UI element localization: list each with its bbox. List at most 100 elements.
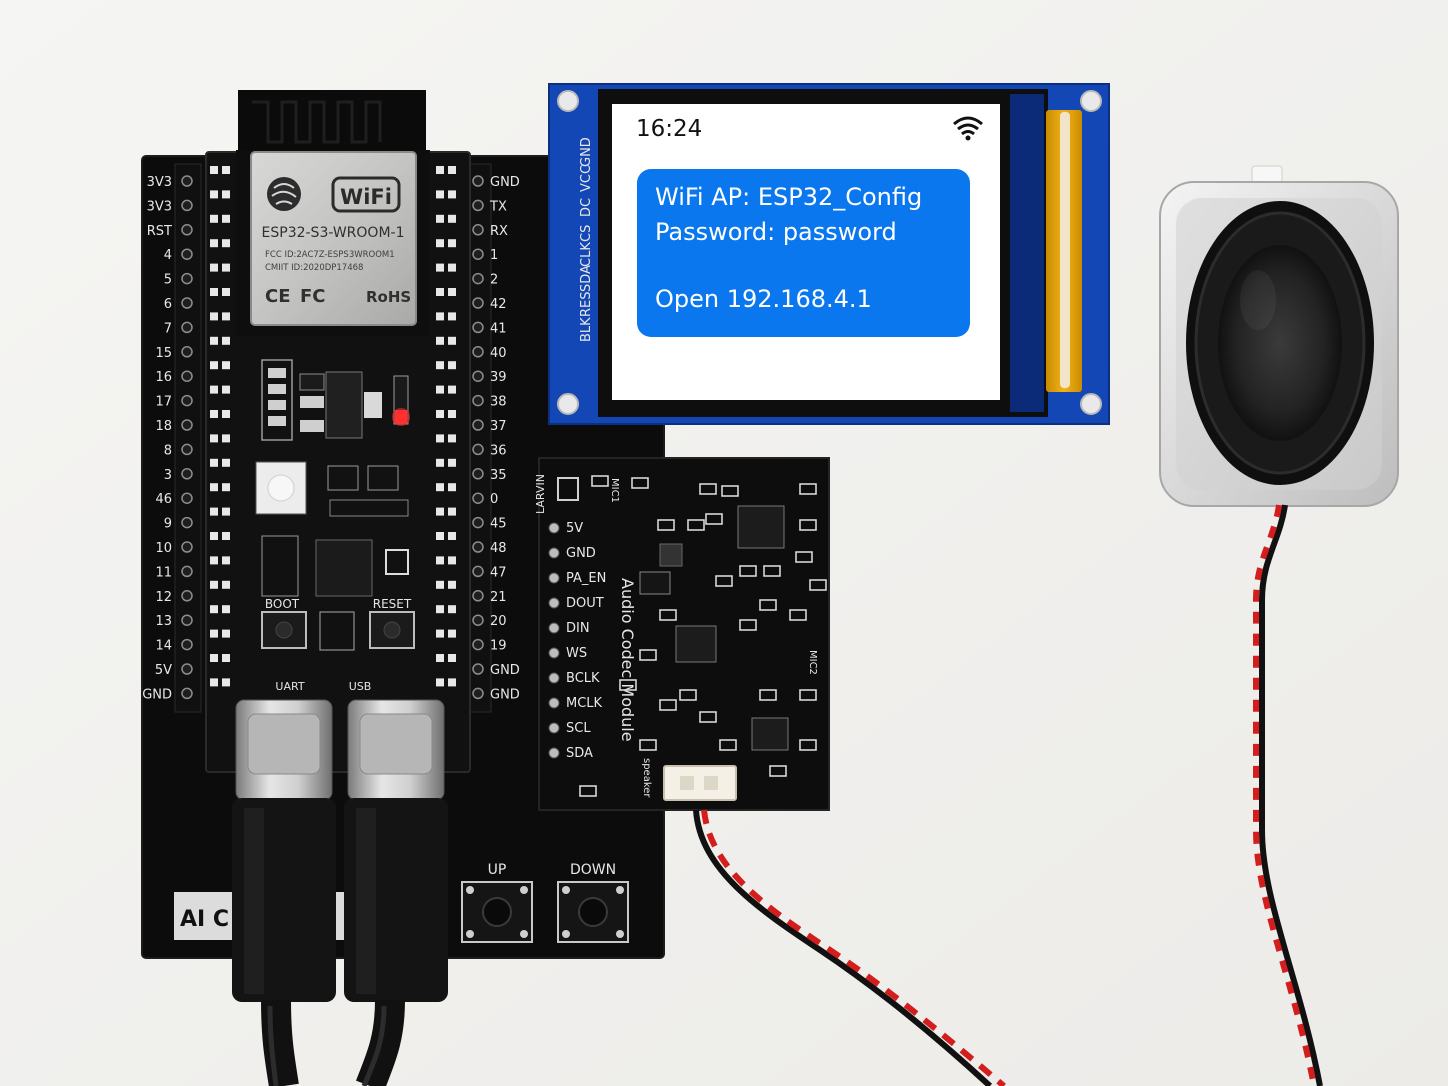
codec-passives	[579, 475, 827, 797]
codec-passive	[795, 551, 813, 563]
devkit-pin	[448, 532, 456, 540]
codec-pin-label: SDA	[566, 746, 593, 761]
main-board: 3V33V3RST4567151617188346910111213145VGN…	[141, 90, 665, 959]
left-pin-label: RST	[147, 224, 172, 239]
codec-passive	[759, 599, 777, 611]
header-pin-left	[181, 663, 193, 675]
devkit-pin	[448, 288, 456, 296]
header-pin-right	[472, 614, 484, 626]
lcd-pin-label: SDA	[579, 265, 594, 292]
left-pin-label: 9	[164, 517, 172, 532]
header-pin-left	[181, 370, 193, 382]
header-pin-left	[181, 321, 193, 334]
left-pin-label: 16	[155, 370, 172, 385]
usb-cables	[232, 798, 448, 1086]
devkit-pin	[210, 166, 218, 174]
right-pin-label: 39	[490, 370, 507, 385]
devkit-pin	[222, 190, 230, 199]
header-pin-right	[472, 468, 484, 480]
module-mark-fcc: FC	[300, 286, 326, 307]
reset-button[interactable]	[369, 611, 415, 649]
left-pin-label: 3V3	[147, 199, 172, 214]
header-pin-left	[181, 687, 193, 700]
usb-c-connector-left[interactable]	[235, 699, 333, 801]
codec-passive	[799, 519, 817, 531]
devkit-pin	[448, 580, 456, 589]
power-led	[395, 410, 407, 424]
codec-passive	[809, 579, 827, 591]
right-pin-label: GND	[490, 663, 520, 678]
right-pin-label: 48	[490, 541, 507, 556]
devkit-pin-rows	[210, 166, 456, 687]
devkit-pin	[210, 434, 218, 443]
header-pin-left	[181, 443, 193, 456]
lcd-line-password: Password: password	[655, 218, 897, 246]
header-pin-left	[181, 346, 193, 358]
devkit-pin	[448, 556, 456, 565]
codec-passive	[739, 565, 757, 577]
header-pin-left	[181, 297, 193, 309]
header-pin-right	[472, 346, 484, 358]
left-pin-label: 8	[164, 443, 172, 458]
down-button[interactable]	[557, 881, 629, 943]
right-pin-label: RX	[490, 224, 508, 239]
right-pin-label: 2	[490, 273, 498, 288]
codec-pin-hole	[548, 697, 560, 709]
codec-passive	[687, 519, 705, 531]
devkit-pin	[436, 214, 444, 223]
devkit-pin	[222, 336, 230, 345]
left-pin-label: 13	[155, 614, 172, 629]
devkit-pin	[210, 507, 218, 516]
devkit-pin	[222, 166, 230, 174]
devkit-pin	[448, 629, 456, 638]
right-pin-label: 19	[490, 639, 507, 654]
header-pin-right	[472, 638, 484, 651]
devkit-pin	[222, 239, 230, 248]
devkit-pin	[448, 239, 456, 248]
right-pin-label: 21	[490, 590, 507, 605]
devkit-pin	[222, 361, 230, 370]
devkit-pin	[210, 410, 218, 418]
header-pin-right	[472, 248, 484, 260]
devkit-pin	[436, 458, 444, 467]
devkit-pin	[222, 532, 230, 540]
codec-chip-3	[751, 717, 789, 751]
header-pin-left	[181, 468, 193, 480]
devkit-pin	[210, 190, 218, 199]
devkit-pin	[436, 166, 444, 174]
codec-pin-hole	[548, 722, 560, 734]
mic2-label: MIC2	[807, 650, 818, 675]
boot-button[interactable]	[261, 611, 307, 649]
codec-pin-label: GND	[566, 546, 596, 561]
right-pin-label: 1	[490, 248, 498, 263]
header-pin-left	[181, 638, 193, 651]
usb-c-connector-right[interactable]	[347, 699, 445, 801]
left-pin-label: 3V3	[147, 175, 172, 190]
left-pin-label: 5	[164, 273, 172, 288]
lcd-pin-label: VCC	[579, 165, 594, 192]
left-pin-label: 5V	[155, 663, 172, 678]
devkit-pin	[210, 580, 218, 589]
lcd-message-box	[637, 169, 970, 337]
header-pin-left	[181, 516, 193, 529]
codec-passive	[769, 765, 787, 777]
header-pin-right	[472, 663, 484, 675]
lcd-line-url: Open 192.168.4.1	[655, 285, 872, 313]
speaker	[1159, 165, 1399, 507]
devkit-pin	[436, 654, 444, 662]
devkit-pin	[222, 214, 230, 223]
devkit-components	[255, 359, 410, 597]
speaker-label: speaker	[641, 758, 652, 798]
usb-port-label-left: UART	[275, 680, 304, 693]
header-pin-left	[181, 199, 193, 212]
codec-passive	[799, 483, 817, 495]
codec-pin-hole	[548, 547, 560, 559]
codec-pin-label: DIN	[566, 621, 590, 636]
up-button[interactable]	[461, 881, 533, 943]
module-wifi-logo: WiFi	[340, 185, 392, 209]
left-pin-label: 46	[155, 492, 172, 507]
devkit-pin	[436, 410, 444, 418]
codec-pin-hole	[548, 597, 560, 609]
